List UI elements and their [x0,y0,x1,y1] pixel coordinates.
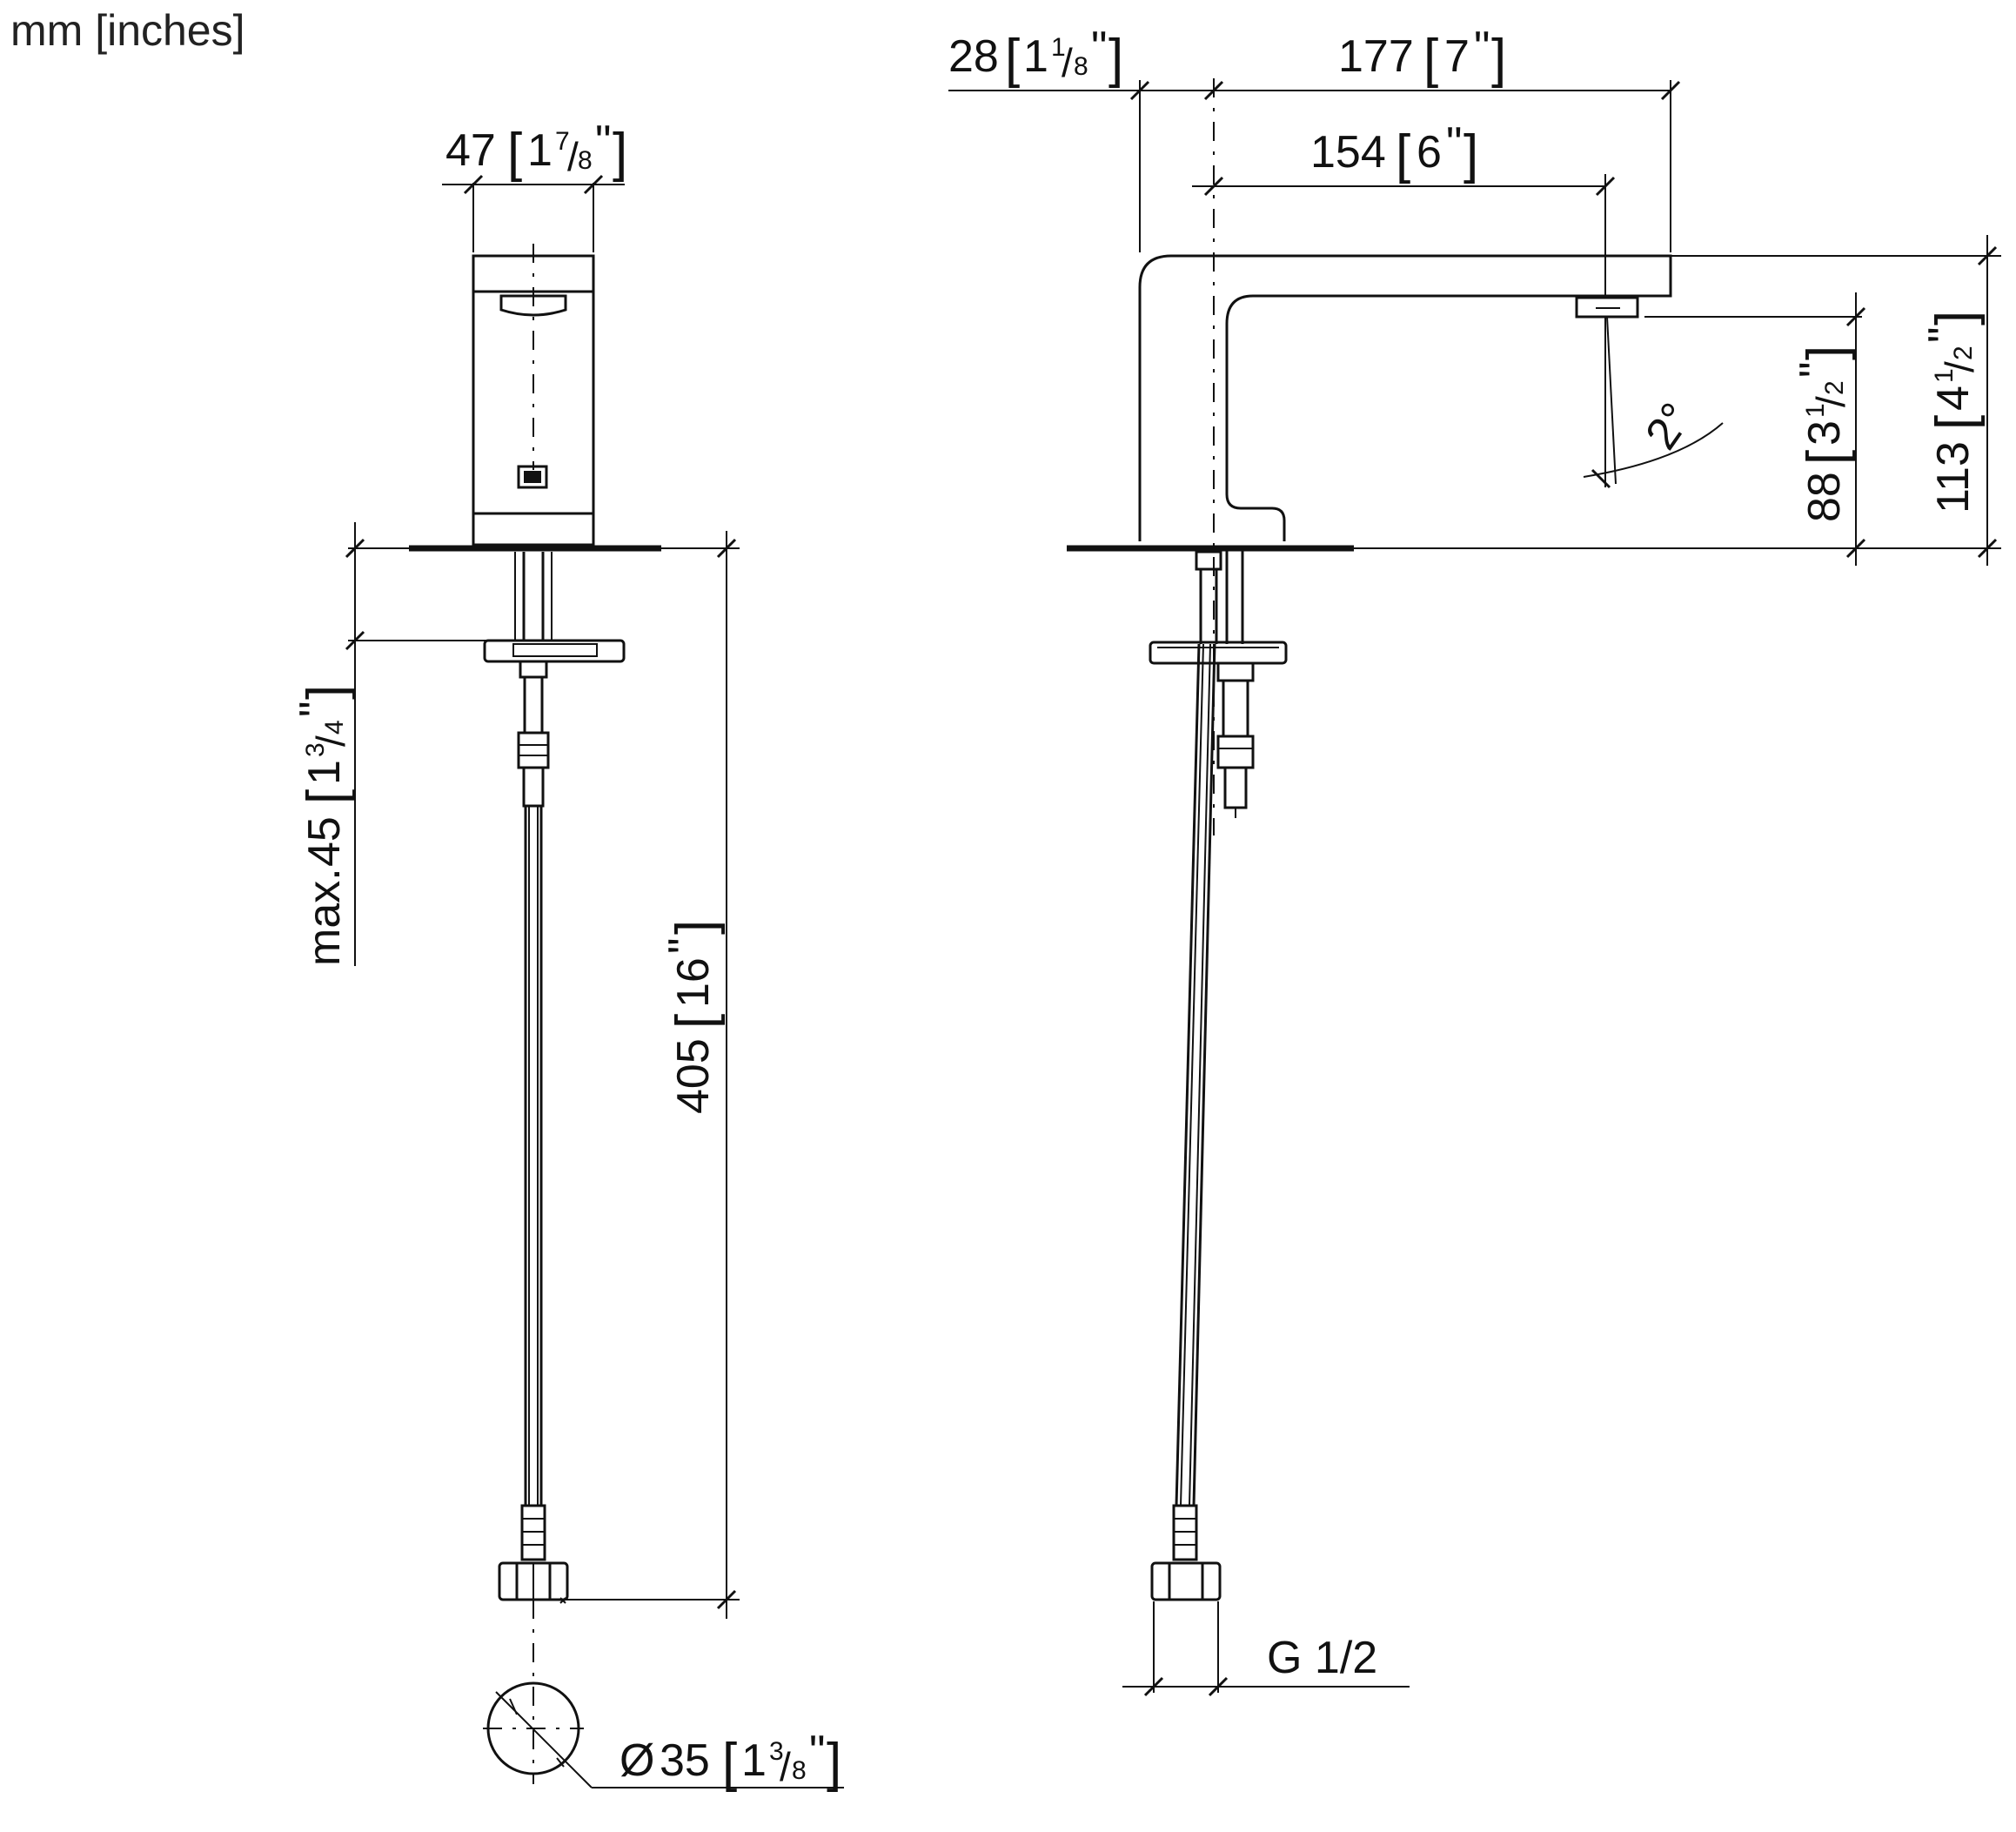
spout-body [1138,254,1672,541]
svg-text:8: 8 [578,146,593,175]
svg-text:/: / [1062,40,1073,85]
svg-text:8: 8 [1074,52,1088,81]
svg-text:1: 1 [1051,33,1066,62]
nut [517,731,550,769]
svg-text:]: ] [297,685,357,700]
svg-text:Ø: Ø [620,1735,654,1786]
svg-text:/: / [1937,361,1982,372]
svg-text:]: ] [1797,346,1857,360]
dim-max-deck: max. 45 [ 1 3 / 4 " ] [291,685,357,966]
dim-outlet-reach: 154 [ 6 " ] [1310,118,1478,185]
diameter-detail [483,1681,844,1788]
svg-text:2: 2 [1820,380,1849,395]
svg-text:/: / [308,735,353,747]
svg-text:": " [1791,362,1841,378]
units-label: mm [inches] [10,6,245,55]
svg-text:7: 7 [1444,31,1470,82]
svg-text:[: [ [1926,415,1986,430]
svg-text:[: [ [297,789,357,804]
aerator [499,294,567,317]
svg-text:7: 7 [555,127,570,156]
svg-text:35: 35 [660,1735,710,1786]
svg-text:2: 2 [1949,346,1978,360]
side-view [1067,78,2001,1697]
side-mounting-plate [1149,641,1288,665]
svg-text:max.: max. [299,868,350,966]
svg-text:405: 405 [668,1038,719,1114]
svg-text:47: 47 [445,125,496,176]
svg-text:4: 4 [1928,386,1979,411]
svg-text:": " [1091,23,1107,73]
svg-text:]: ] [1463,124,1478,185]
svg-text:8: 8 [792,1756,807,1785]
svg-text:[: [ [1423,29,1438,89]
svg-text:[: [ [507,123,522,183]
svg-text:": " [809,1727,825,1777]
dim-diameter: Ø 35 [ 1 3 / 8 " ] [620,1727,841,1793]
dimension-lines [345,80,2001,1619]
svg-text:": " [660,938,710,954]
svg-text:4: 4 [320,720,349,735]
svg-text:]: ] [827,1733,841,1793]
dim-hose-length: 405 [ 16 " ] [660,920,726,1114]
svg-text:154: 154 [1310,127,1386,178]
svg-text:28: 28 [948,31,999,82]
svg-text:88: 88 [1799,472,1850,522]
front-view [409,244,661,1784]
dim-total-height: 113 [ 4 1 / 2 " ] [1919,311,1986,513]
svg-text:]: ] [1491,29,1506,89]
svg-text:/: / [1808,396,1853,407]
dim-outlet-height: 88 [ 3 1 / 2 " ] [1791,346,1857,522]
svg-text:1: 1 [1801,403,1830,418]
svg-text:[: [ [1005,29,1020,89]
svg-text:]: ] [666,920,726,935]
svg-text:": " [291,701,341,717]
svg-text:1: 1 [1023,31,1048,82]
svg-text:6: 6 [1417,127,1442,178]
svg-text:[: [ [1396,124,1410,185]
svg-text:/: / [567,134,579,179]
dim-width-front: 47 [ 1 7 / 8 " ] [445,117,627,183]
svg-text:1: 1 [1930,368,1959,383]
side-hose [1175,643,1201,1507]
svg-text:113: 113 [1928,441,1979,513]
svg-text:1: 1 [527,125,553,176]
svg-text:]: ] [1926,311,1986,325]
dim-spout-reach: 177 [ 7 " ] [1338,23,1506,89]
dim-spout-start: 28 [ 1 1 / 8 " ] [948,23,1123,89]
svg-text:[: [ [666,1014,726,1029]
svg-text:3: 3 [1799,420,1850,446]
svg-text:": " [1474,23,1490,73]
svg-text:16: 16 [668,957,719,1008]
dim-spray-angle: 2° [1636,394,1702,459]
svg-text:3: 3 [301,742,330,757]
svg-text:[: [ [1797,450,1857,465]
svg-text:1: 1 [299,760,350,785]
svg-text:[: [ [722,1733,737,1793]
svg-text:3: 3 [769,1737,784,1766]
svg-text:]: ] [613,123,627,183]
svg-text:177: 177 [1338,31,1414,82]
svg-text:": " [1446,118,1462,169]
dim-thread: G 1/2 [1267,1633,1377,1683]
svg-text:": " [1919,327,1970,343]
svg-text:45: 45 [299,816,350,867]
svg-text:/: / [780,1744,791,1789]
side-nut [1216,735,1255,769]
side-aerator [1575,296,1639,319]
svg-text:": " [595,117,611,167]
svg-text:1: 1 [741,1735,767,1786]
side-union-nut [1150,1561,1222,1601]
svg-text:2°: 2° [1636,394,1702,459]
svg-text:]: ] [1108,29,1123,89]
